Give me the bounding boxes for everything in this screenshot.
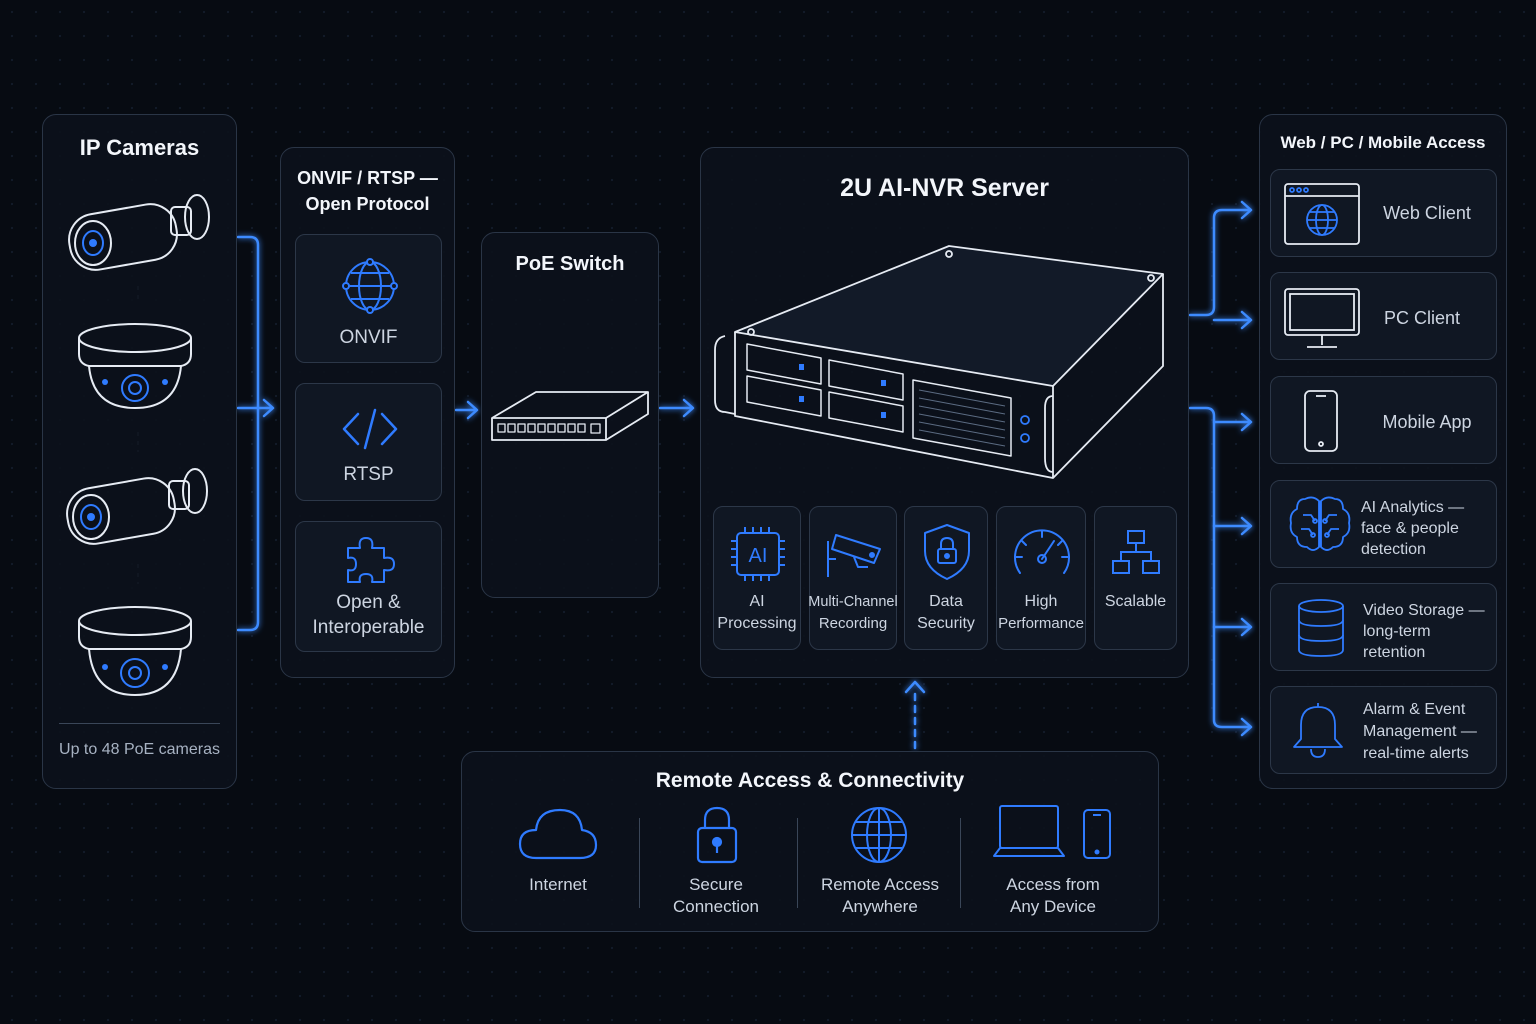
ai-chip-icon: AI <box>731 527 785 581</box>
dome-camera-icon <box>78 323 192 410</box>
shield-lock-icon <box>924 524 970 580</box>
feature-ai-processing: AI AI Processing <box>713 506 801 650</box>
remote-label-line1: Remote Access <box>820 875 940 894</box>
hierarchy-icon <box>1112 530 1160 574</box>
camera-bus-line <box>236 235 260 632</box>
onvif-card: ONVIF <box>295 234 442 363</box>
ai-chip-text: AI <box>749 545 768 567</box>
divider <box>960 818 961 908</box>
remote-title: Remote Access & Connectivity <box>655 769 965 792</box>
feature-label-line2: Processing <box>717 615 797 632</box>
access-label: Alarm & Event <box>1363 701 1466 718</box>
poe-switch-title: PoE Switch <box>515 253 625 275</box>
database-icon <box>1298 599 1344 657</box>
feature-label-line1: High <box>1024 593 1058 610</box>
rtsp-label: RTSP <box>343 464 394 485</box>
access-label: Mobile App <box>1382 412 1472 432</box>
open-label-line1: Open & <box>336 592 401 613</box>
remote-access-panel: Remote Access & Connectivity Internet Se… <box>461 751 1159 932</box>
access-label: AI Analytics — <box>1361 499 1465 516</box>
remote-label-line2: Any Device <box>1010 897 1096 916</box>
feature-label-line1: Data <box>929 593 963 610</box>
access-label: Management — <box>1363 723 1477 740</box>
protocol-panel: ONVIF / RTSP — Open Protocol ONVIF RTSP … <box>280 147 455 678</box>
server-title: 2U AI-NVR Server <box>840 174 1049 202</box>
access-label: face & people <box>1361 520 1459 537</box>
bullet-camera-icon <box>66 468 208 545</box>
laptop-phone-icon <box>993 805 1111 859</box>
access-label: PC Client <box>1383 308 1461 328</box>
ip-cameras-panel: IP Cameras <box>42 114 237 789</box>
feature-multi-channel-recording: Multi-Channel Recording <box>808 506 898 650</box>
access-label: real-time alerts <box>1363 745 1469 762</box>
rack-server-icon <box>714 245 1164 479</box>
access-card-alarm-event[interactable]: Alarm & Event Management — real-time ale… <box>1270 686 1497 774</box>
speedometer-icon <box>1014 529 1070 574</box>
access-card-mobile-app[interactable]: Mobile App <box>1270 376 1497 464</box>
bullet-camera-icon <box>68 194 210 271</box>
protocol-title-line2: Open Protocol <box>305 194 430 214</box>
open-label-line2: Interoperable <box>312 617 425 638</box>
feature-label-line2: Performance <box>998 615 1084 632</box>
globe-icon <box>851 807 907 863</box>
access-label: Web Client <box>1383 203 1471 223</box>
monitor-icon <box>1284 288 1360 348</box>
protocol-title-line1: ONVIF / RTSP — <box>297 168 438 188</box>
access-card-pc-client[interactable]: PC Client <box>1270 272 1497 360</box>
camera-to-protocol-arrow <box>236 398 275 418</box>
network-switch-icon <box>491 391 649 441</box>
onvif-label: ONVIF <box>339 327 398 348</box>
brain-icon <box>1289 496 1351 551</box>
access-label: retention <box>1363 644 1426 661</box>
server-to-access-trunk <box>1188 208 1252 317</box>
padlock-icon <box>696 806 738 864</box>
access-card-video-storage[interactable]: Video Storage — long-term retention <box>1270 583 1497 671</box>
ip-cameras-title: IP Cameras <box>79 135 200 160</box>
rtsp-card: RTSP <box>295 383 442 501</box>
access-label: Video Storage — <box>1363 602 1485 619</box>
feature-label-line1: AI <box>749 593 765 610</box>
remote-label-line1: Secure <box>689 875 743 894</box>
network-globe-icon <box>342 258 398 314</box>
poe-switch-panel: PoE Switch <box>481 232 659 598</box>
feature-label-line1: Scalable <box>1104 593 1167 610</box>
smartphone-icon <box>1304 390 1338 452</box>
divider <box>639 818 640 908</box>
feature-data-security: Data Security <box>904 506 988 650</box>
puzzle-icon <box>347 537 395 583</box>
cameras-footer: Up to 48 PoE cameras <box>59 741 220 758</box>
feature-scalable: Scalable <box>1094 506 1177 650</box>
bell-icon <box>1293 703 1343 758</box>
switch-to-server-arrow <box>658 398 695 418</box>
feature-high-performance: High Performance <box>996 506 1086 650</box>
open-interoperable-card: Open & Interoperable <box>295 521 442 652</box>
remote-label-line2: Connection <box>672 897 759 916</box>
access-card-web-client[interactable]: Web Client <box>1270 169 1497 257</box>
browser-globe-icon <box>1284 183 1360 245</box>
protocol-to-switch-arrow <box>454 400 479 420</box>
dome-camera-icon <box>78 606 192 697</box>
access-panel: Web / PC / Mobile Access Web Client PC <box>1259 114 1507 789</box>
access-label: detection <box>1361 541 1426 558</box>
feature-label-line1: Multi-Channel <box>808 594 898 610</box>
cctv-camera-icon <box>827 534 881 577</box>
feature-label-line2: Security <box>917 615 975 632</box>
access-label: long-term <box>1363 623 1431 640</box>
cloud-icon <box>518 808 598 860</box>
access-title: Web / PC / Mobile Access <box>1280 133 1486 152</box>
feature-label-line2: Recording <box>818 615 888 632</box>
code-icon <box>342 408 398 450</box>
divider <box>797 818 798 908</box>
remote-label-line1: Access from <box>1006 875 1100 894</box>
divider <box>59 723 220 724</box>
access-card-ai-analytics[interactable]: AI Analytics — face & people detection <box>1270 480 1497 568</box>
remote-label-line1: Internet <box>529 875 587 894</box>
nvr-server-panel: 2U AI-NVR Server <box>700 147 1189 678</box>
remote-label-line2: Anywhere <box>842 897 918 916</box>
